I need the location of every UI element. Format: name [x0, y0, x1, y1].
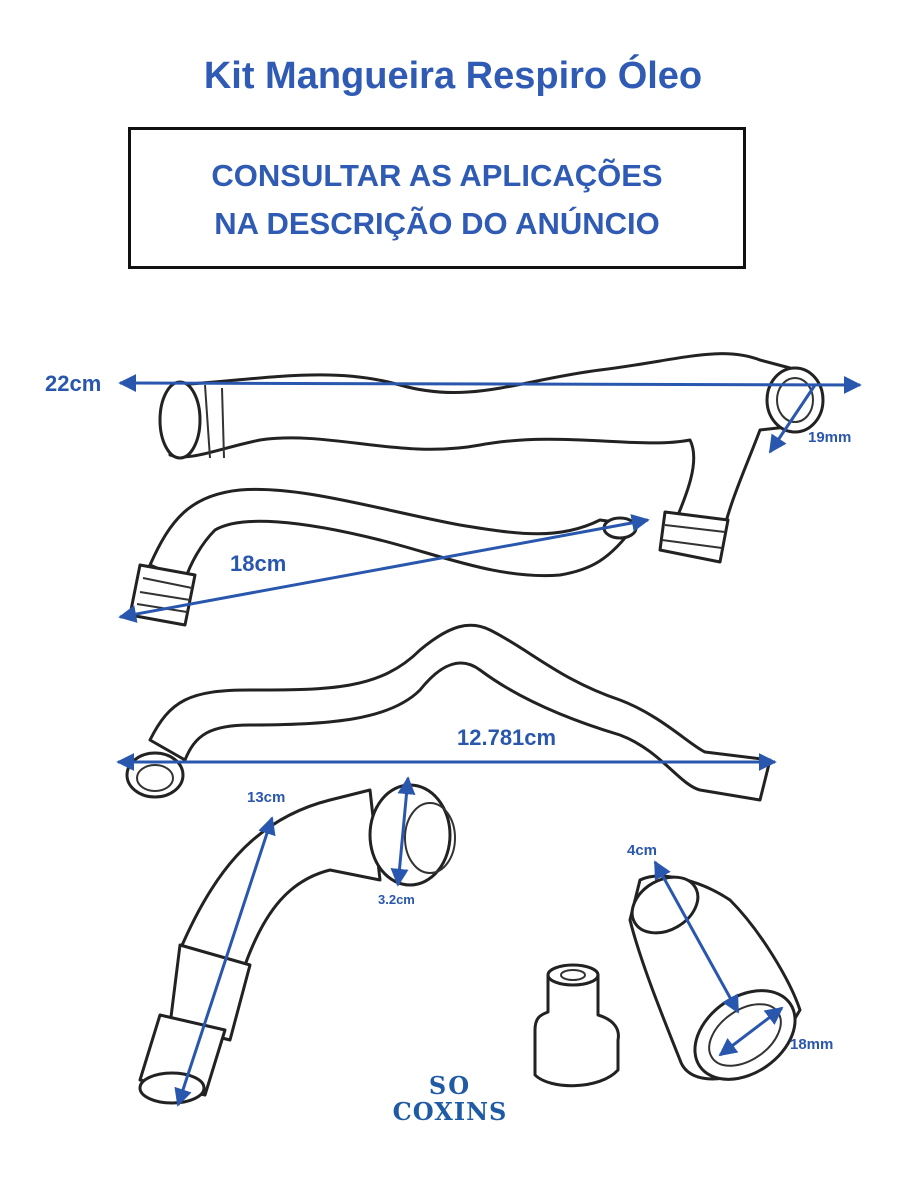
notice-line-2: NA DESCRIÇÃO DO ANÚNCIO	[214, 206, 660, 241]
notice-line-1: CONSULTAR AS APLICAÇÕES	[211, 158, 663, 193]
label-18mm: 18mm	[790, 1036, 833, 1053]
hose-2	[128, 487, 638, 627]
label-12781cm: 12.781cm	[457, 725, 556, 750]
dimension-arrow-22cm	[118, 374, 862, 394]
product-title: Kit Mangueira Respiro Óleo	[203, 55, 703, 97]
dimension-arrow-19mm	[768, 384, 817, 454]
elbow-fitting	[628, 874, 802, 1081]
label-3-2cm: 3.2cm	[378, 892, 415, 907]
label-19mm: 19mm	[808, 429, 851, 446]
so-coxins-logo: SO COXINS	[385, 1073, 515, 1125]
dimension-arrow-18mm	[718, 1006, 784, 1057]
hose-4	[138, 783, 456, 1105]
logo-line-1: SO	[428, 1071, 472, 1100]
dimension-arrow-13cm	[174, 816, 276, 1107]
label-18cm: 18cm	[230, 551, 286, 576]
label-13cm: 13cm	[247, 789, 285, 806]
label-4cm: 4cm	[627, 842, 657, 859]
dimension-arrow-18cm	[118, 514, 650, 623]
hose-3	[125, 623, 772, 802]
label-22cm: 22cm	[45, 371, 101, 396]
dimension-arrow-3-2cm	[390, 776, 416, 887]
connector-fitting	[533, 963, 620, 1088]
logo-line-2: COXINS	[392, 1097, 508, 1126]
dimension-arrow-4cm	[653, 860, 740, 1014]
notice-box: CONSULTAR AS APLICAÇÕES NA DESCRIÇÃO DO …	[128, 127, 746, 269]
